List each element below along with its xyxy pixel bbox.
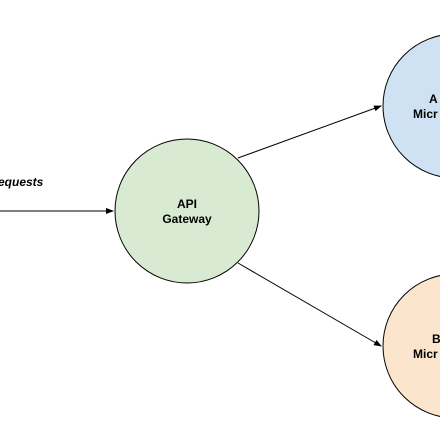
- gateway-to-service-b-arrow: [237, 262, 382, 347]
- service-b-label-line1: B: [432, 332, 440, 346]
- api-gateway-circle: [114, 138, 260, 284]
- gateway-to-service-a-arrow: [237, 105, 382, 159]
- api-gateway-node: API Gateway: [114, 138, 260, 284]
- api-gateway-label-line1: API: [177, 197, 197, 211]
- requests-label: equests: [0, 175, 44, 189]
- service-a-label-line1: A: [429, 92, 438, 106]
- service-b-node: B Micr: [382, 275, 440, 417]
- service-a-circle: [382, 35, 440, 177]
- service-a-node: A Micr: [382, 35, 440, 177]
- service-b-label-line2: Micr: [413, 347, 438, 361]
- service-a-label-line2: Micr: [413, 107, 438, 121]
- api-gateway-label-line2: Gateway: [162, 212, 212, 226]
- service-b-circle: [382, 275, 440, 417]
